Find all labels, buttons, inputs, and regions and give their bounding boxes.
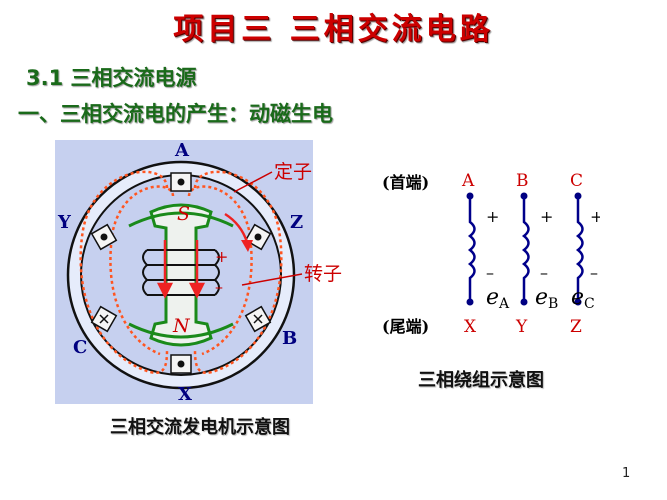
label-pointers <box>233 171 303 286</box>
slot-crosses <box>99 314 263 324</box>
phase-start-label: B <box>516 171 529 191</box>
generator-labels: A Y Z C B X 定子 转子 <box>57 140 342 405</box>
plus-sign: + <box>486 207 499 226</box>
terminal-A: A <box>174 140 190 161</box>
emf-label: eC <box>571 285 595 312</box>
page-number: 1 <box>622 466 631 481</box>
phase-winding-a: A X + – eA <box>461 171 510 337</box>
rotor-label: 转子 <box>304 263 342 285</box>
rotation-arrow <box>224 212 253 252</box>
emf-label: eB <box>535 285 558 312</box>
windings-diagram: (首端) (尾端) A X + – eA B Y + – eB C Z + – … <box>382 171 600 337</box>
rotor-pole-bottom <box>128 322 234 339</box>
terminal-Z: Z <box>290 212 303 233</box>
rotor-coil <box>142 249 220 296</box>
terminal-X: X <box>178 384 192 405</box>
phase-end-label: X <box>464 317 477 337</box>
plus-sign: + <box>590 207 600 226</box>
winding-coil <box>575 196 584 302</box>
flux-arrows <box>156 240 206 299</box>
plus-sign: + <box>215 247 228 266</box>
stator-label: 定子 <box>274 161 312 183</box>
head-end-label: (首端) <box>382 173 429 192</box>
winding-coil <box>521 196 530 302</box>
phase-start-label: C <box>570 171 583 191</box>
slide-title: 项目三 三相交流电路 <box>173 12 494 47</box>
windings-caption: 三相绕组示意图 <box>418 370 544 391</box>
phase-end-label: Z <box>570 317 582 337</box>
terminal-C: C <box>73 337 87 358</box>
phase-winding-b: B Y + – eB <box>515 171 558 337</box>
minus-sign: – <box>540 263 548 282</box>
phase-end-label: Y <box>515 317 528 337</box>
flux-lines <box>79 170 283 375</box>
subsection-heading: 一、三相交流电的产生：动磁生电 <box>18 102 333 126</box>
pole-n-label: N <box>172 315 191 337</box>
section-heading: 3.1 三相交流电源 <box>26 66 197 90</box>
minus-sign: – <box>590 263 598 282</box>
generator-caption: 三相交流发电机示意图 <box>110 417 290 438</box>
emf-label: eA <box>486 285 510 312</box>
phase-winding-c: C Z + – eC <box>570 171 600 337</box>
tail-end-label: (尾端) <box>382 317 429 336</box>
pole-s-label: S <box>177 203 190 225</box>
terminal-Y: Y <box>57 212 72 233</box>
terminal-B: B <box>282 328 297 349</box>
minus-sign: – <box>486 263 494 282</box>
slot-dots <box>100 178 262 368</box>
minus-sign: – <box>215 277 223 296</box>
phase-start-label: A <box>461 171 475 191</box>
rotor-pole-top <box>128 211 234 228</box>
plus-sign: + <box>540 207 553 226</box>
winding-coil <box>467 196 476 302</box>
